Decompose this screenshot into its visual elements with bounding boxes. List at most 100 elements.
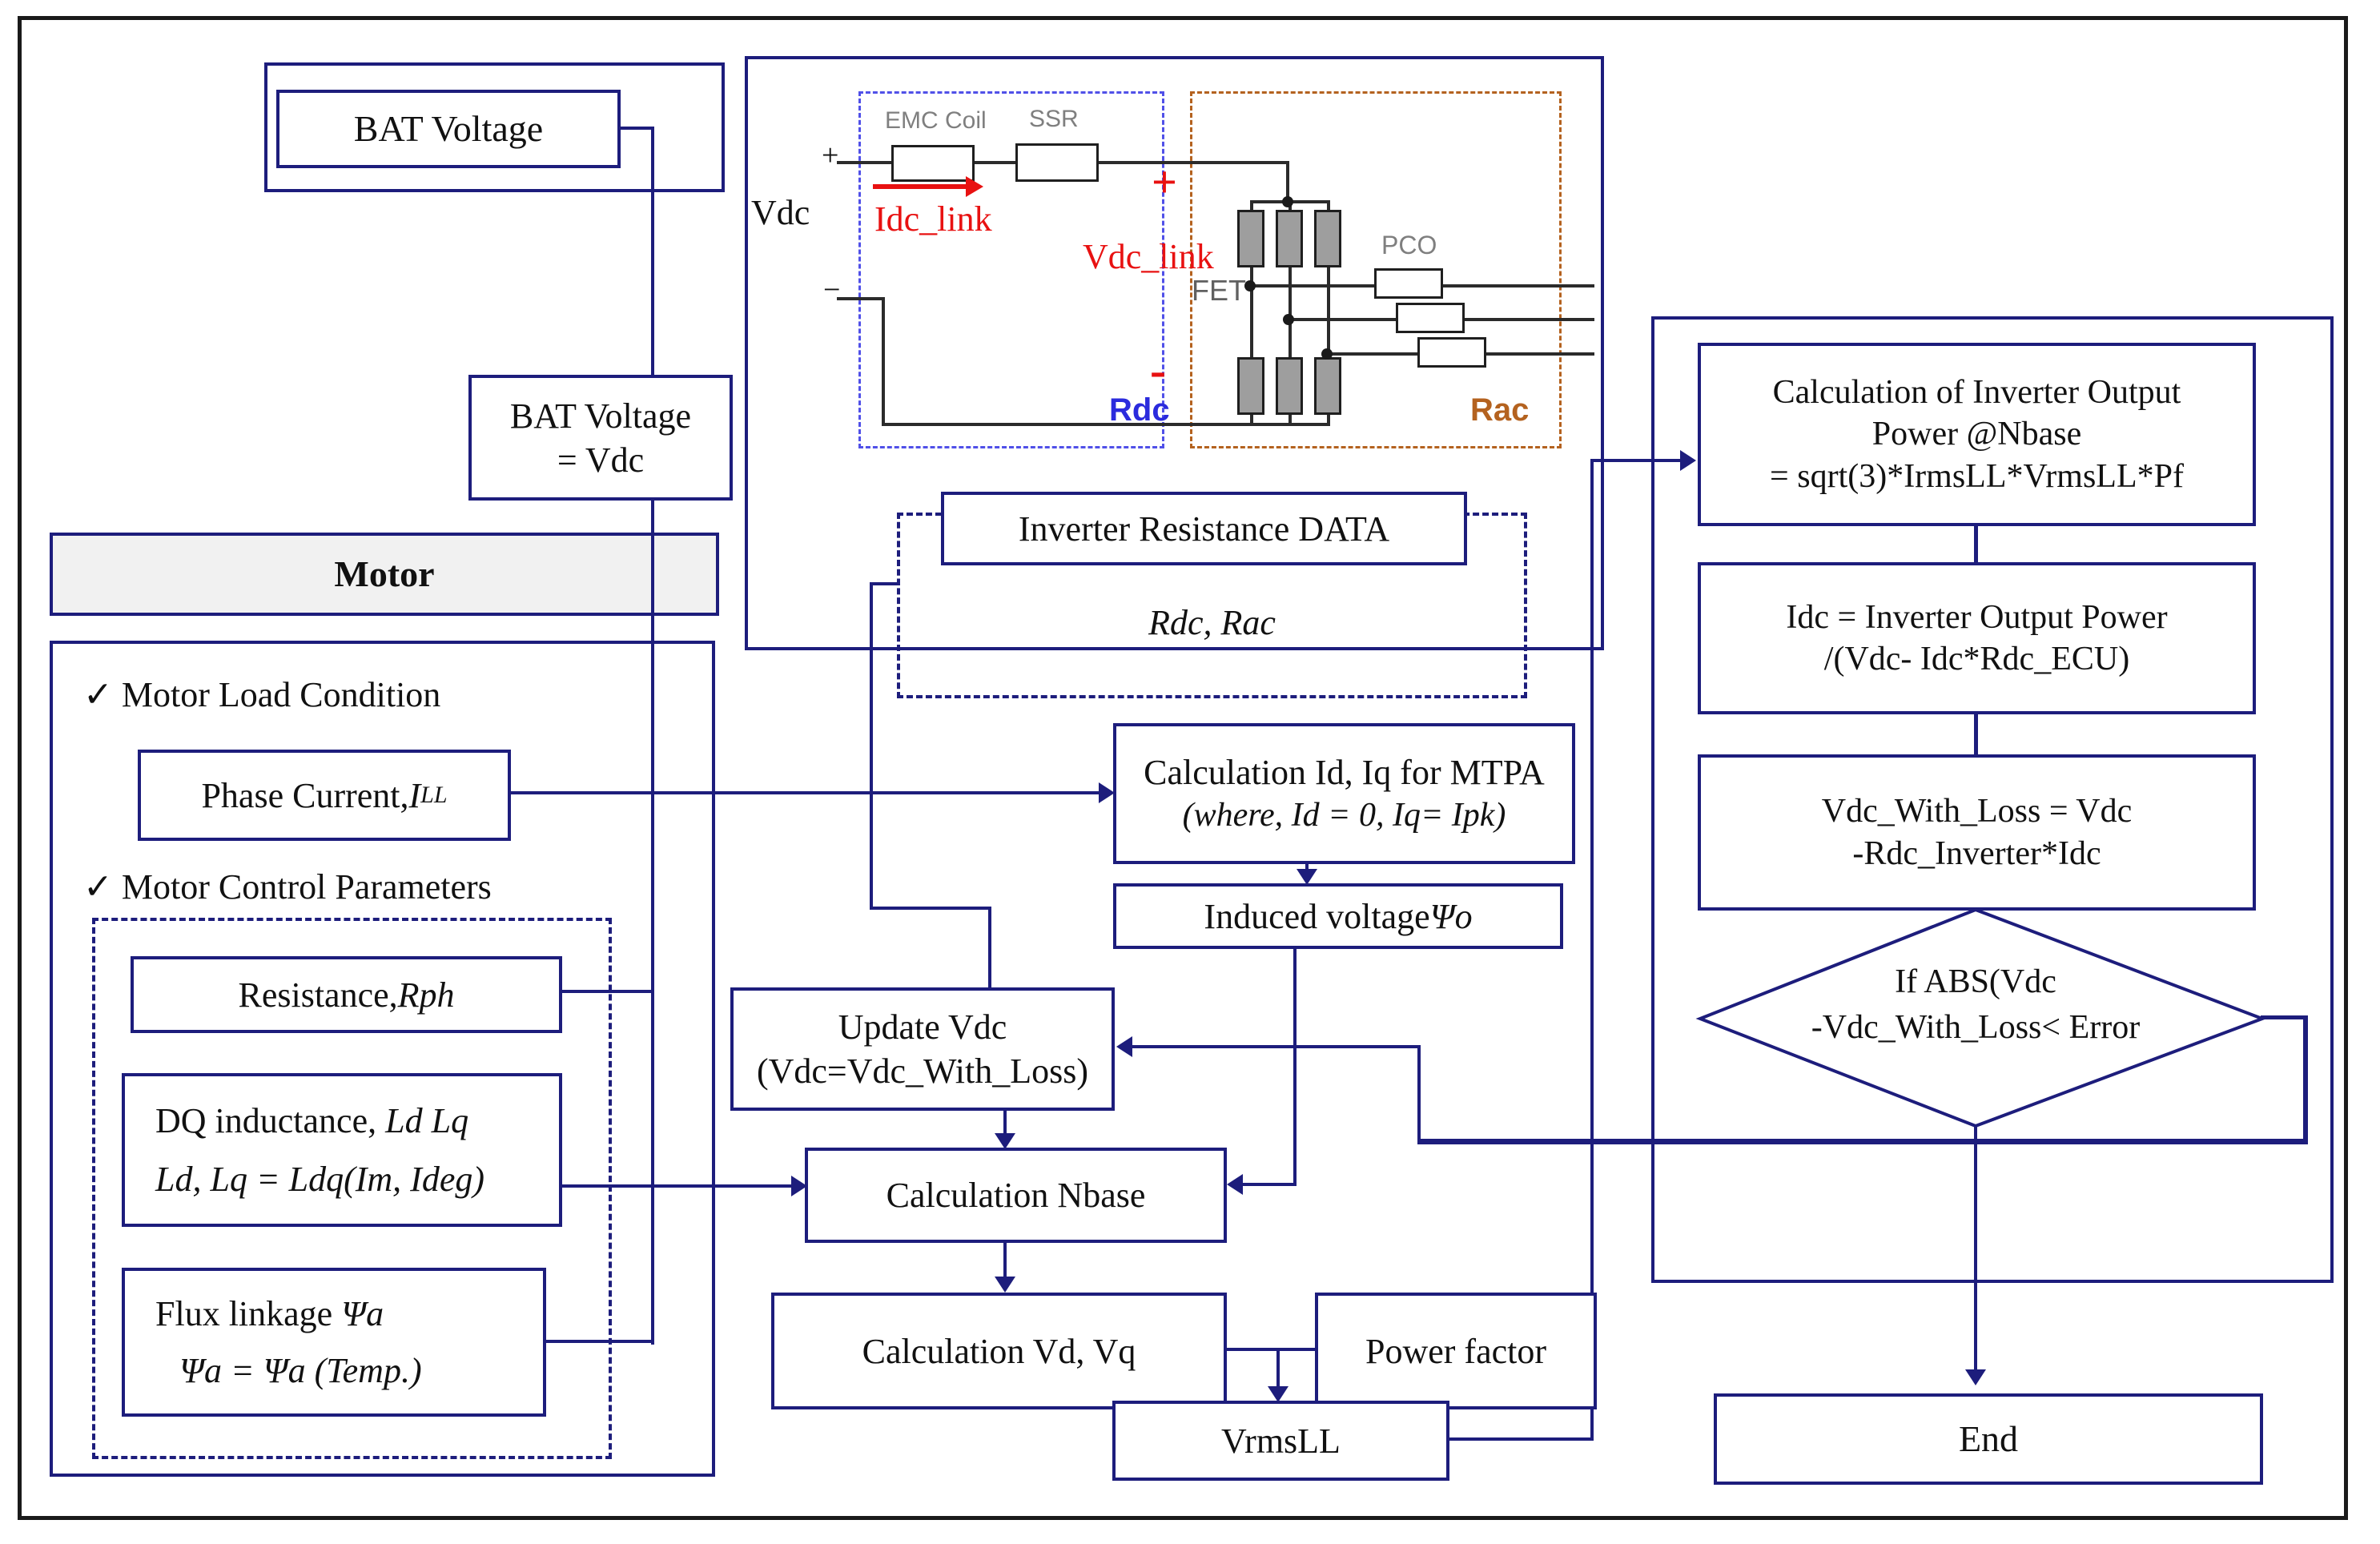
decision-diamond	[1695, 907, 2267, 1128]
node-vdc-with-loss: Vdc_With_Loss = Vdc -Rdc_Inverter*Idc	[1698, 754, 2256, 911]
node-dot-phase2	[1283, 314, 1294, 325]
edge-left-bus	[651, 127, 654, 1345]
fet-top-1	[1237, 210, 1264, 267]
edge-loop-to-update	[1131, 1045, 1421, 1048]
wire-return	[882, 423, 1252, 426]
wire-leg1	[1250, 202, 1253, 426]
arrowhead-into-update	[1116, 1036, 1132, 1057]
arrowhead-into-nbase-top	[995, 1133, 1015, 1149]
vdc-link-label: Vdc_link	[1083, 237, 1214, 276]
idc-link-label: Idc_link	[874, 199, 992, 239]
motor-parameters-dashed-box	[92, 918, 612, 1459]
vdc-label: Vdc	[751, 193, 810, 232]
page-border	[18, 16, 2348, 1520]
motor-header-label: Motor	[334, 553, 435, 594]
node-calc-vd-vq: Calculation Vd, Vq	[771, 1293, 1227, 1409]
fet-top-3	[1314, 210, 1341, 267]
edge-data-into-update	[988, 907, 991, 989]
edge-bat-stub	[621, 127, 654, 130]
edge-riser-top	[1590, 459, 1682, 462]
fet-top-2	[1276, 210, 1303, 267]
fet-bottom-2	[1276, 357, 1303, 415]
plus-terminal-label: +	[822, 139, 839, 172]
node-calc-nbase: Calculation Nbase	[805, 1148, 1227, 1243]
node-dot-top	[1282, 196, 1293, 207]
node-calc-id-iq-mtpa: Calculation Id, Iq for MTPA (where, Id =…	[1113, 723, 1575, 864]
edge-p1-p2	[1974, 526, 1978, 562]
edge-data-down	[870, 582, 873, 910]
node-resistance: Resistance, Rph	[131, 956, 562, 1033]
motor-header-box	[50, 533, 719, 616]
arrowhead-into-end	[1965, 1369, 1986, 1385]
arrowhead-into-mtpa	[1099, 782, 1115, 803]
idc-link-arrowhead	[966, 176, 983, 197]
ssr-label: SSR	[1029, 106, 1079, 132]
node-dot-phase1	[1244, 280, 1256, 292]
node-flux-linkage: Flux linkage Ψa Ψa = Ψa (Temp.)	[122, 1268, 546, 1417]
pco-resistor-2	[1396, 303, 1465, 333]
node-vrmsll: VrmsLL	[1112, 1401, 1449, 1481]
rac-dashed-box	[1190, 91, 1562, 448]
wire-drop	[1286, 163, 1289, 202]
edge-diamond-right-out	[2261, 1015, 2308, 1019]
edge-diamond-end	[1974, 1121, 1977, 1373]
idc-link-arrow-line	[873, 184, 967, 189]
minus-terminal-label: −	[823, 273, 841, 307]
edge-induced-down	[1293, 947, 1297, 1184]
edge-loop-right-down	[2303, 1017, 2308, 1143]
node-bat-voltage-vdc: BAT Voltage = Vdc	[468, 375, 733, 501]
wire-minus-drop	[882, 297, 885, 424]
wire-bottom-rail	[1250, 423, 1330, 426]
arrowhead-into-induced	[1297, 869, 1317, 885]
vdc-link-plus: +	[1152, 158, 1177, 207]
edge-update-nbase	[1003, 1111, 1007, 1136]
fet-bottom-1	[1237, 357, 1264, 415]
node-power-factor: Power factor	[1315, 1293, 1597, 1409]
node-inverter-resistance-data: Inverter Resistance DATA	[941, 492, 1467, 565]
fet-bottom-3	[1314, 357, 1341, 415]
rdc-dashed-box	[858, 91, 1164, 448]
edge-loop-step	[1417, 1045, 1421, 1144]
motor-load-condition-label: ✓ Motor Load Condition	[83, 675, 441, 714]
emc-coil-component	[891, 145, 975, 182]
node-dot-phase3	[1321, 348, 1333, 360]
edge-p2-p3	[1974, 714, 1978, 754]
rdc-region-label: Rdc	[1109, 392, 1170, 428]
edge-rph-stub	[561, 990, 654, 993]
node-dq-inductance: DQ inductance, Ld Lq Ld, Lq = Ldq(Im, Id…	[122, 1073, 562, 1227]
wire-dc-minus	[837, 297, 883, 300]
edge-data-stub	[870, 582, 900, 585]
iteration-container	[1651, 316, 2334, 1283]
node-induced-voltage: Induced voltage Ψo	[1113, 883, 1563, 949]
edge-to-vrmsll	[1276, 1349, 1280, 1389]
edge-nbase-vdvq	[1003, 1243, 1007, 1280]
arrowhead-into-nbase-left	[791, 1176, 807, 1196]
rdc-rac-values-label: Rdc, Rac	[1148, 603, 1276, 642]
edge-riser	[1590, 459, 1594, 1441]
diamond-condition-label: If ABS(Vdc -Vdc_With_Loss< Error	[1811, 963, 2141, 1046]
check-icon: ✓	[83, 675, 113, 714]
edge-vdvq-pf	[1225, 1348, 1315, 1351]
fet-label: FET	[1192, 274, 1246, 307]
motor-container	[50, 641, 715, 1477]
arrowhead-into-vrmsll	[1268, 1386, 1288, 1402]
node-phase-current: Phase Current, I LL	[138, 750, 511, 841]
node-calc-inverter-output-power: Calculation of Inverter Output Power @Nb…	[1698, 343, 2256, 526]
vdc-link-minus: -	[1150, 344, 1166, 396]
check-icon: ✓	[83, 867, 113, 907]
bat-voltage-outer-box	[264, 62, 725, 192]
arrowhead-into-power-box	[1680, 450, 1696, 471]
node-end: End	[1714, 1393, 2263, 1485]
circuit-container	[745, 56, 1604, 650]
edge-phase-to-mtpa	[511, 791, 1104, 794]
edge-loop-thick	[1417, 1139, 2308, 1144]
edge-mtpa-induced	[1305, 864, 1309, 872]
edge-induced-to-nbase	[1243, 1183, 1297, 1186]
edge-vrmsll-out	[1448, 1437, 1594, 1441]
pco-resistor-1	[1374, 268, 1443, 299]
arrowhead-into-nbase-right	[1227, 1174, 1243, 1195]
node-update-vdc: Update Vdc (Vdc=Vdc_With_Loss)	[730, 987, 1115, 1111]
edge-flux-stub	[545, 1340, 654, 1343]
rac-region-label: Rac	[1470, 392, 1530, 428]
ssr-component	[1015, 143, 1099, 182]
